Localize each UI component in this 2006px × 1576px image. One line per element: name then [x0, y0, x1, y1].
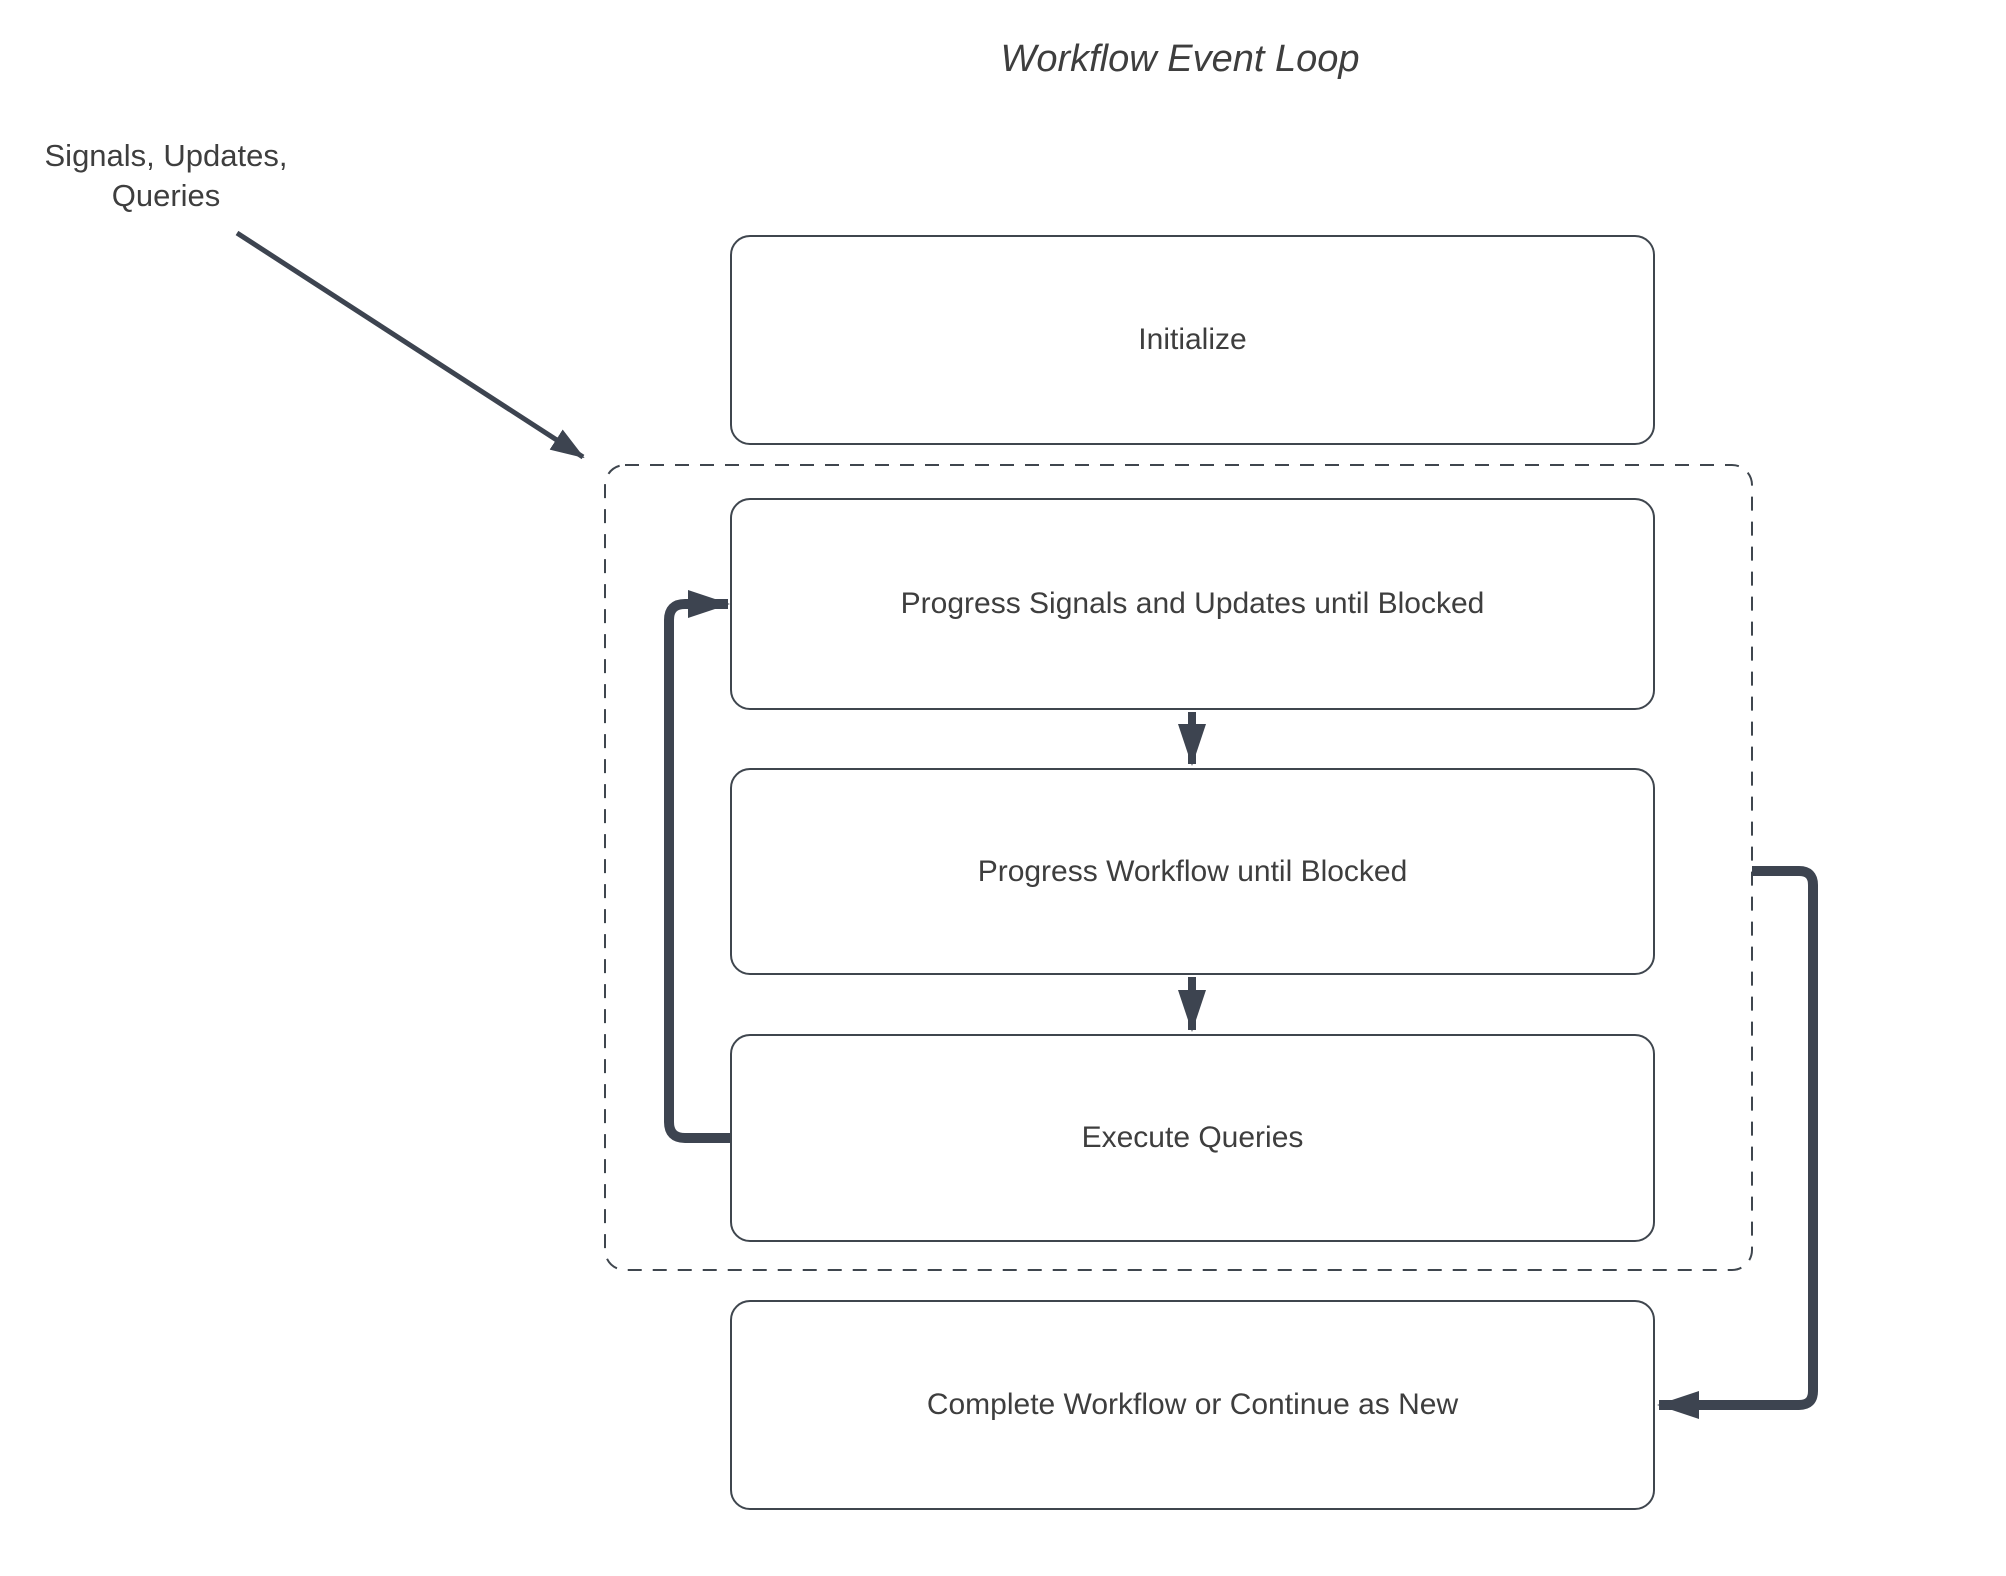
node-progress-signals-label: Progress Signals and Updates until Block…	[900, 587, 1485, 620]
node-progress-workflow: Progress Workflow until Blocked	[730, 768, 1655, 975]
page-title: Workflow Event Loop	[1000, 38, 1360, 80]
loop-back-arrow	[664, 590, 730, 1143]
node-complete: Complete Workflow or Continue as New	[730, 1300, 1655, 1510]
node-execute-queries-label: Execute Queries	[1081, 1121, 1304, 1154]
signals-annotation-label: Signals, Updates, Queries	[44, 138, 288, 213]
node-progress-signals: Progress Signals and Updates until Block…	[730, 498, 1655, 710]
continue-arrow	[1657, 866, 1818, 1419]
signals-input-arrow	[235, 230, 585, 460]
node-initialize-label: Initialize	[1138, 323, 1247, 356]
node-progress-workflow-label: Progress Workflow until Blocked	[977, 854, 1408, 888]
node-initialize: Initialize	[730, 235, 1655, 445]
node-execute-queries: Execute Queries	[730, 1034, 1655, 1242]
node-complete-label: Complete Workflow or Continue as New	[926, 1388, 1459, 1421]
